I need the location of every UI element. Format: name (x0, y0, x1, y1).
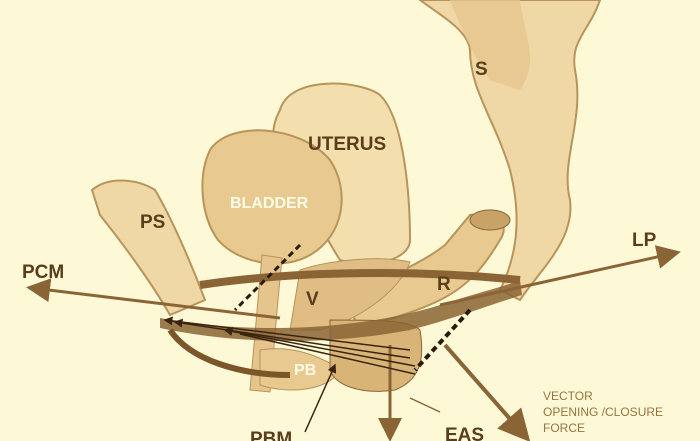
label-eas: EAS (445, 425, 484, 441)
label-pubic-symphysis: PS (140, 212, 165, 233)
label-rectum: R (437, 274, 451, 295)
label-pbm: PBM (250, 429, 292, 441)
label-vector-line2: OPENING /CLOSURE (543, 405, 663, 419)
label-urethra: U (243, 297, 255, 314)
bladder-shape (201, 129, 343, 265)
label-perineal-body: PB (294, 362, 316, 379)
lp-vector-arrow (439, 245, 681, 307)
pcm-muscle-band (160, 280, 522, 342)
label-uterus: UTERUS (308, 134, 386, 155)
label-vagina: V (306, 289, 319, 310)
pbm-fibers (163, 316, 441, 433)
oblique-vector-arrow (443, 343, 531, 441)
label-pcm: PCM (22, 262, 64, 283)
label-sacrum: S (475, 59, 488, 80)
pcm-vector-arrow (26, 278, 281, 320)
sacrum-shape (418, 0, 602, 302)
label-vector-line3: FORCE (543, 421, 585, 435)
label-vector-line1: VECTOR (543, 389, 593, 403)
pubic-symphysis-shape (90, 179, 207, 317)
label-lp: LP (632, 230, 657, 251)
label-bladder: BLADDER (230, 195, 309, 212)
